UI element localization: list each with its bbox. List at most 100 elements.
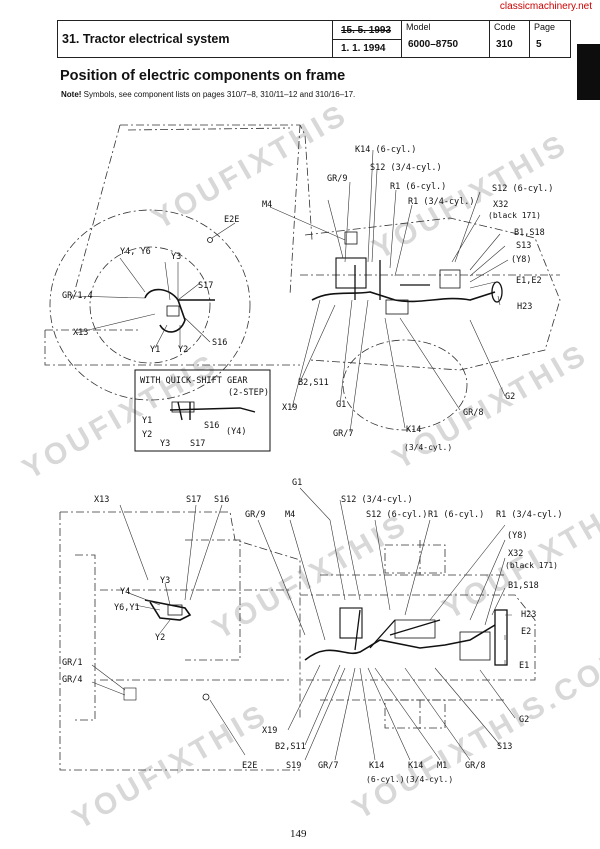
label-r1-34cyl: R1 (3/4-cyl.) bbox=[408, 197, 475, 207]
label-b-b1-s18: B1,S18 bbox=[508, 581, 539, 591]
label-h23: H23 bbox=[517, 302, 532, 312]
top-diagram bbox=[44, 124, 561, 452]
label-b1-s18: B1,S18 bbox=[514, 228, 545, 238]
label-b-gr1: GR/1 bbox=[62, 658, 82, 668]
label-gr9: GR/9 bbox=[327, 174, 347, 184]
label-b-x13: X13 bbox=[94, 495, 109, 505]
label-b-gr8: GR/8 bbox=[465, 761, 485, 771]
code-label: Code bbox=[494, 22, 516, 32]
label-b-k14-a: K14 bbox=[369, 761, 384, 771]
label-two-step: (2-STEP) bbox=[228, 388, 269, 398]
label-g1: G1 bbox=[336, 400, 346, 410]
label-quick-shift: WITH QUICK-SHIFT GEAR bbox=[140, 376, 248, 386]
label-x13: X13 bbox=[73, 328, 88, 338]
label-y4-y6: Y4, Y6 bbox=[120, 247, 151, 257]
label-e1-e2: E1,E2 bbox=[516, 276, 542, 286]
watermark-text: YOUFIXTHIS.COM bbox=[347, 640, 600, 826]
code-cell: Code 310 bbox=[490, 21, 530, 57]
watermark-text: YOUFIXTHIS bbox=[387, 337, 594, 476]
page-label: Page bbox=[534, 22, 556, 32]
watermarks: YOUFIXTHIS YOUFIXTHIS YOUFIXTHIS YOUFIXT… bbox=[17, 97, 600, 836]
note-line: Note! Symbols, see component lists on pa… bbox=[61, 90, 355, 99]
label-b-e2: E2 bbox=[521, 627, 531, 637]
page-value: 5 bbox=[536, 39, 542, 50]
label-b-x32: X32 bbox=[508, 549, 523, 559]
site-watermark: classicmachinery.net bbox=[499, 1, 592, 12]
label-b-black-171: (black 171) bbox=[505, 561, 558, 570]
label-s12-34cyl: S12 (3/4-cyl.) bbox=[370, 163, 442, 173]
label-b-k14-6cyl: (6-cyl.) bbox=[366, 775, 405, 784]
label-qs-s17: S17 bbox=[190, 439, 205, 449]
label-b-e2e: E2E bbox=[242, 761, 257, 771]
bottom-diagram bbox=[59, 487, 536, 771]
label-b-k14-34cyl: (3/4-cyl.) bbox=[405, 775, 453, 784]
model-label: Model bbox=[406, 22, 431, 32]
label-b-r1-6cyl: R1 (6-cyl.) bbox=[428, 510, 484, 520]
label-b-s12-34cyl: S12 (3/4-cyl.) bbox=[341, 495, 413, 505]
label-b-s16: S16 bbox=[214, 495, 229, 505]
label-b-r1-34cyl: R1 (3/4-cyl.) bbox=[496, 510, 563, 520]
label-k14-6cyl: K14 (6-cyl.) bbox=[355, 145, 416, 155]
document-header: 31. Tractor electrical system 15. 5. 199… bbox=[57, 20, 571, 58]
label-b-y2: Y2 bbox=[155, 633, 165, 643]
label-y8: (Y8) bbox=[511, 255, 531, 265]
label-b-m4: M4 bbox=[285, 510, 295, 520]
label-b-s12-6cyl: S12 (6-cyl.) bbox=[366, 510, 427, 520]
label-m4: M4 bbox=[262, 200, 272, 210]
label-s13: S13 bbox=[516, 241, 531, 251]
label-b-e1: E1 bbox=[519, 661, 529, 671]
label-s16: S16 bbox=[212, 338, 227, 348]
page-number: 149 bbox=[290, 828, 307, 840]
bottom-labels: G1 X13 S17 S16 S12 (3/4-cyl.) GR/9 M4 S1… bbox=[62, 478, 563, 784]
label-e2e: E2E bbox=[224, 215, 239, 225]
label-r1-6cyl: R1 (6-cyl.) bbox=[390, 182, 446, 192]
revision-dates: 15. 5. 1993 1. 1. 1994 bbox=[333, 21, 402, 57]
label-b-gr9: GR/9 bbox=[245, 510, 265, 520]
model-value: 6000–8750 bbox=[408, 39, 459, 50]
label-b-y4: Y4 bbox=[120, 587, 130, 597]
label-y2: Y2 bbox=[178, 345, 188, 355]
label-b-g1: G1 bbox=[292, 478, 302, 488]
top-labels: K14 (6-cyl.) S12 (3/4-cyl.) GR/9 R1 (6-c… bbox=[62, 145, 553, 452]
label-b-y3: Y3 bbox=[160, 576, 170, 586]
label-b-h23: H23 bbox=[521, 610, 536, 620]
label-qs-y2: Y2 bbox=[142, 430, 152, 440]
page-cell: Page 5 bbox=[530, 21, 572, 57]
label-b2-s11: B2,S11 bbox=[298, 378, 329, 388]
note-text: Symbols, see component lists on pages 31… bbox=[81, 90, 356, 99]
label-b-s13: S13 bbox=[497, 742, 512, 752]
watermark-text: YOUFIXTHIS bbox=[147, 97, 354, 236]
label-qs-y3: Y3 bbox=[160, 439, 170, 449]
code-value: 310 bbox=[496, 39, 513, 50]
label-b-k14-b: K14 bbox=[408, 761, 423, 771]
label-qs-s16: S16 bbox=[204, 421, 219, 431]
label-qs-y4: (Y4) bbox=[226, 427, 246, 437]
label-black-171: (black 171) bbox=[488, 211, 541, 220]
label-k14-34cyl: (3/4-cyl.) bbox=[404, 443, 452, 452]
watermark-text: YOUFIXTHIS bbox=[17, 347, 224, 486]
label-gr8: GR/8 bbox=[463, 408, 483, 418]
watermark-text: YOUFIXTHIS bbox=[207, 507, 414, 646]
label-qs-y1: Y1 bbox=[142, 416, 152, 426]
label-s17: S17 bbox=[198, 281, 213, 291]
label-b-y6-y1: Y6,Y1 bbox=[114, 603, 140, 613]
label-s12-6cyl: S12 (6-cyl.) bbox=[492, 184, 553, 194]
label-gr7: GR/7 bbox=[333, 429, 353, 439]
model-cell: Model 6000–8750 bbox=[402, 21, 490, 57]
date-old: 15. 5. 1993 bbox=[341, 25, 392, 36]
page-title: Position of electric components on frame bbox=[60, 68, 346, 84]
label-x32: X32 bbox=[493, 200, 508, 210]
label-b-gr4: GR/4 bbox=[62, 675, 82, 685]
note-label: Note! bbox=[61, 90, 82, 99]
label-gr-1-4: GR/1,4 bbox=[62, 291, 93, 301]
date-new: 1. 1. 1994 bbox=[341, 43, 386, 54]
label-b-y8: (Y8) bbox=[507, 531, 527, 541]
label-b-gr7: GR/7 bbox=[318, 761, 338, 771]
section-tab-marker bbox=[577, 44, 600, 100]
label-b-m1: M1 bbox=[437, 761, 447, 771]
label-g2: G2 bbox=[505, 392, 515, 402]
label-k14: K14 bbox=[406, 425, 421, 435]
label-b-x19: X19 bbox=[262, 726, 277, 736]
label-x19: X19 bbox=[282, 403, 297, 413]
